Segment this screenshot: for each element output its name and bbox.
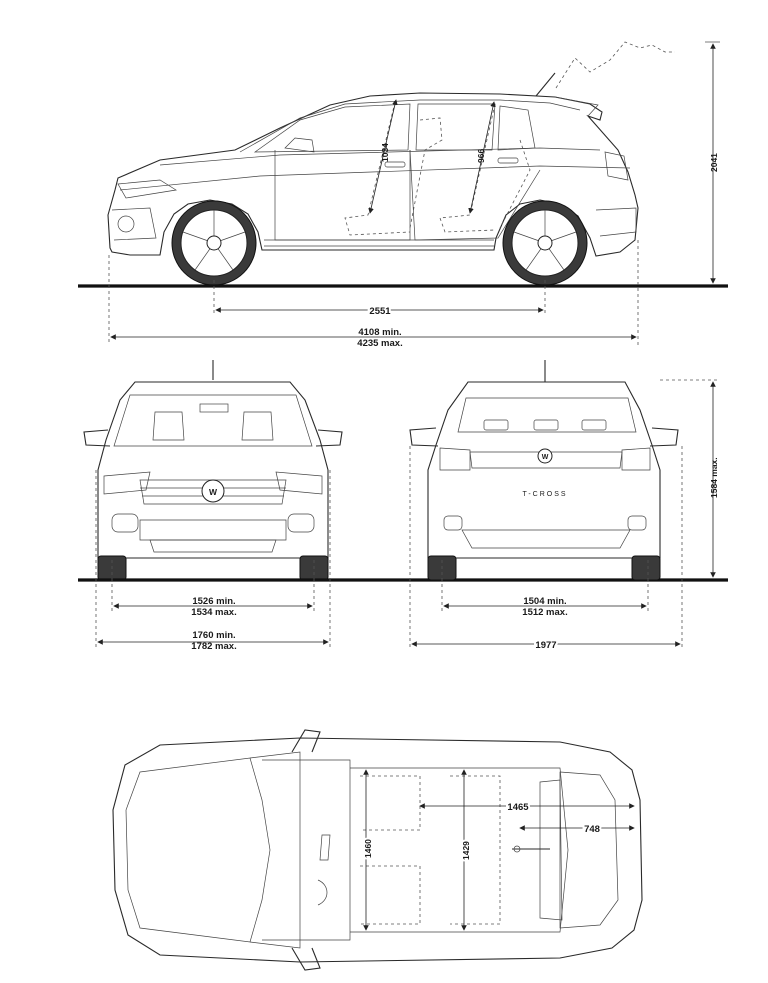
rear-model-badge: T-CROSS — [522, 491, 567, 498]
top-view: 1460 1429 1465 748 — [112, 729, 643, 971]
interior-rear-label: 1429 — [461, 841, 471, 860]
wheelbase-label: 2551 — [369, 306, 391, 317]
track-rear-max-label: 1512 max. — [522, 607, 567, 618]
headroom-rear-label: 966 — [476, 149, 486, 163]
track-front-min-label: 1526 min. — [192, 596, 235, 607]
headroom-front-label: 1034 — [380, 143, 390, 162]
front-view: W 1526 min. 1534 max. 1760 min. 1782 max… — [78, 360, 728, 652]
side-view: 1034 966 2041 2551 4108 min. 4235 max. — [78, 41, 728, 349]
width-min-label: 1760 min. — [192, 630, 235, 641]
interior-front-label: 1460 — [363, 839, 373, 858]
width-mirrors-label: 1977 — [535, 640, 556, 651]
rear-view: W T-CROSS 1504 min. 1512 max. 1977 1584 … — [409, 360, 720, 653]
track-front-max-label: 1534 max. — [191, 607, 236, 618]
vw-logo-front: W — [209, 487, 218, 497]
height-max-label: 1584 max. — [709, 457, 719, 498]
length-min-label: 4108 min. — [358, 327, 401, 338]
vw-logo-rear: W — [542, 454, 549, 461]
load-length-label: 1465 — [507, 802, 529, 813]
overall-height-label: 2041 — [709, 153, 719, 172]
track-rear-min-label: 1504 min. — [523, 596, 566, 607]
length-max-label: 4235 max. — [357, 338, 402, 349]
load-depth-label: 748 — [584, 824, 600, 835]
width-max-label: 1782 max. — [191, 641, 236, 652]
